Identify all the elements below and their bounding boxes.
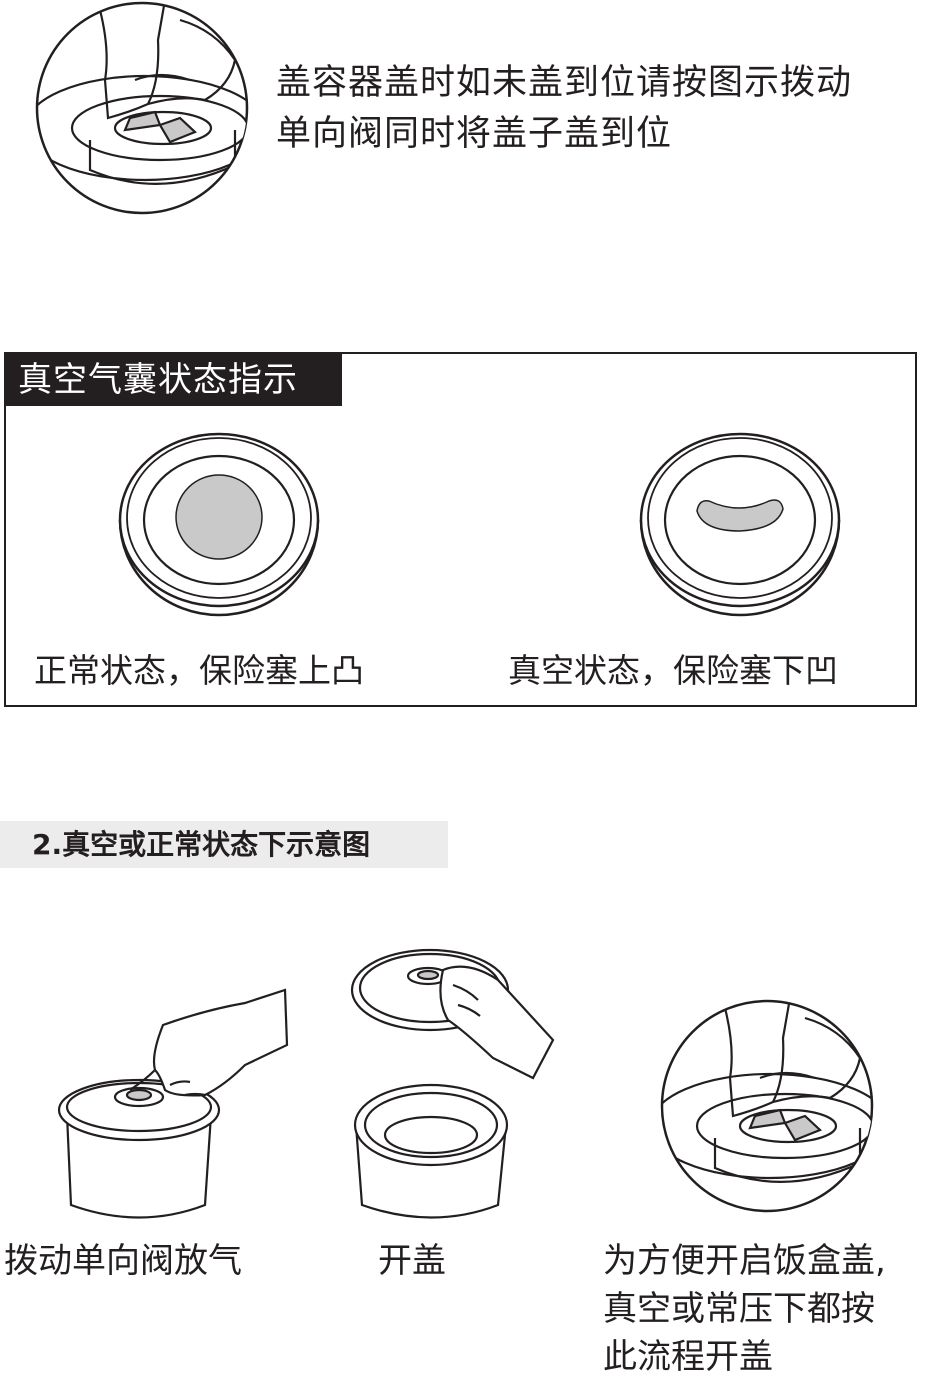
top-instruction-text: 盖容器盖时如未盖到位请按图示拨动 单向阀同时将盖子盖到位 <box>276 58 926 160</box>
step1-caption: 拨动单向阀放气 <box>4 1241 242 1281</box>
section-heading: 2.真空或正常状态下示意图 <box>0 821 448 868</box>
step3-caption: 为方便开启饭盒盖, 真空或常压下都按 此流程开盖 <box>603 1237 926 1381</box>
top-instruction-line-2: 单向阀同时将盖子盖到位 <box>276 114 673 154</box>
panel-title: 真空气囊状态指示 <box>6 354 342 406</box>
step3-caption-line-1: 为方便开启饭盒盖, <box>603 1241 886 1281</box>
top-instruction-line-1: 盖容器盖时如未盖到位请按图示拨动 <box>276 63 853 103</box>
vacuum-state-lid-illustration <box>639 432 841 617</box>
normal-state-caption: 正常状态，保险塞上凸 <box>34 651 364 690</box>
step3-valve-detail-illustration <box>660 999 874 1213</box>
valve-detail-illustration-top <box>35 1 249 215</box>
step3-caption-line-2: 真空或常压下都按 <box>603 1289 875 1329</box>
step3-caption-line-3: 此流程开盖 <box>603 1337 773 1377</box>
normal-state-lid-illustration <box>118 432 320 617</box>
status-indicator-panel <box>4 352 917 707</box>
step2-open-lid-illustration <box>350 948 555 1219</box>
vacuum-state-caption: 真空状态，保险塞下凹 <box>508 651 838 690</box>
step1-release-valve-illustration <box>57 988 289 1219</box>
step2-caption: 开盖 <box>378 1241 446 1281</box>
